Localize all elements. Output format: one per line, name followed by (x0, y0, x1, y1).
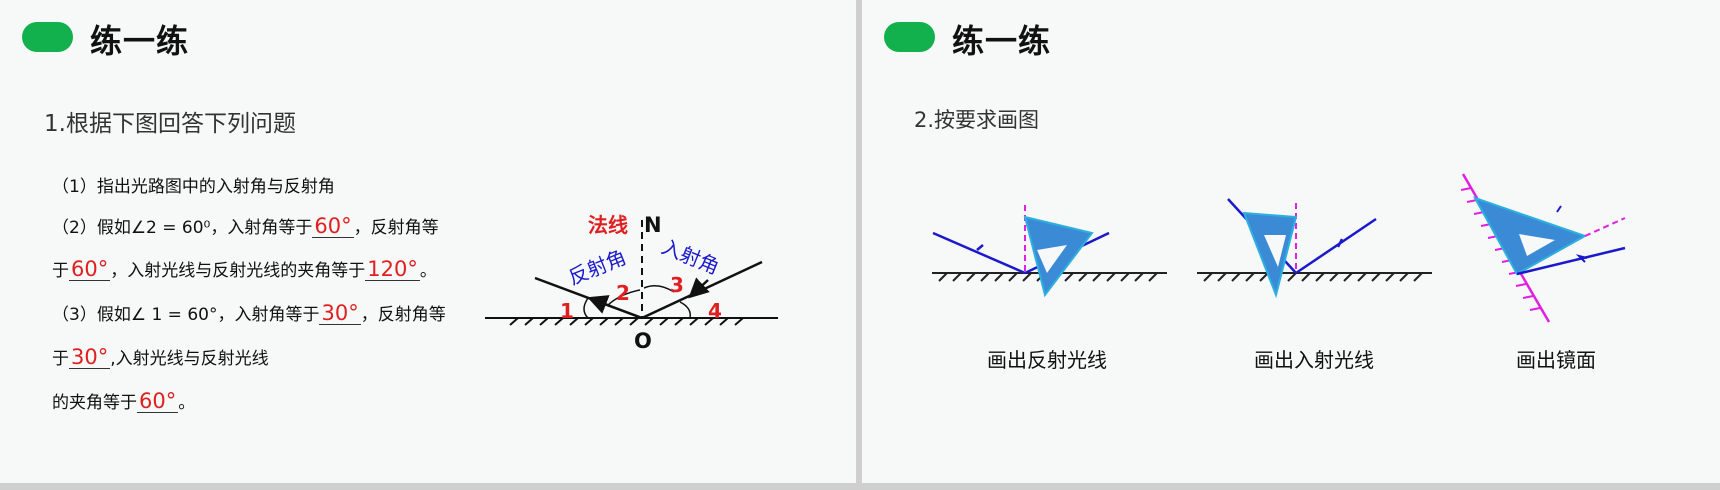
answer-blank: 30° (319, 301, 361, 325)
answer-blank: 60° (69, 257, 111, 281)
caption-incident-ray: 画出入射光线 (1254, 348, 1374, 372)
question-line-3: 于60°，入射光线与反射光线的夹角等于120°。 (52, 257, 437, 281)
question-heading: 2.按要求画图 (914, 108, 1040, 132)
figure-draw-incident-ray (1197, 198, 1432, 299)
slide-title: 练一练 (90, 22, 190, 60)
set-square-icon (1242, 211, 1298, 299)
reflection-diagram: 法线 N O 反射角 入射角 1 2 3 4 (485, 213, 778, 353)
question-line-2: （2）假如∠2 = 60⁰，入射角等于60°，反射角等 (52, 214, 439, 238)
angle-2-label: 2 (616, 281, 630, 305)
normal-label: 法线 (588, 213, 628, 237)
caption-mirror: 画出镜面 (1516, 348, 1596, 372)
slide-1: 练一练 1.根据下图回答下列问题 （1）指出光路图中的入射角与反射角 （2）假如… (0, 0, 856, 483)
angle-3-label: 3 (670, 273, 684, 297)
question-line-4: （3）假如∠ 1 = 60°，入射角等于30°，反射角等 (52, 301, 446, 325)
title-pill (884, 22, 935, 52)
question-line-5: 于30°,入射光线与反射光线 (52, 345, 269, 369)
answer-blank: 30° (69, 345, 111, 369)
question-line-1: （1）指出光路图中的入射角与反射角 (52, 177, 335, 197)
angle-1-label: 1 (560, 299, 574, 323)
caption-reflected-ray: 画出反射光线 (987, 348, 1107, 372)
answer-blank: 60° (312, 214, 354, 238)
incident-angle-label: 入射角 (658, 234, 723, 279)
question-line-6: 的夹角等于60°。 (52, 389, 196, 413)
answer-blank: 120° (365, 257, 420, 281)
mirror-hatching (509, 317, 744, 326)
figure-draw-reflected-ray (932, 205, 1167, 298)
answer-blank: 60° (137, 389, 179, 413)
slide-2: 练一练 2.按要求画图 (862, 0, 1720, 483)
angle-4-label: 4 (708, 299, 722, 323)
figure-draw-mirror (1460, 173, 1626, 323)
slide-title: 练一练 (952, 22, 1052, 60)
o-label: O (634, 329, 652, 353)
title-pill (22, 22, 73, 52)
n-label: N (644, 213, 662, 237)
question-heading: 1.根据下图回答下列问题 (44, 111, 296, 137)
